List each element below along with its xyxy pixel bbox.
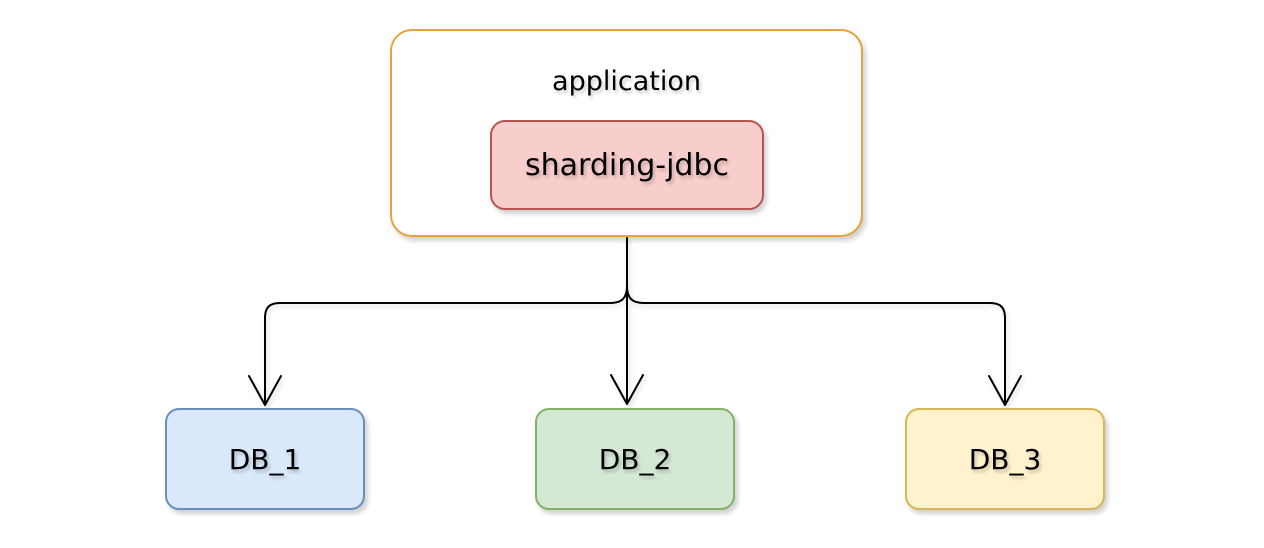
edge-to-db3: [626, 285, 1006, 403]
db-3-node[interactable]: DB_3: [905, 408, 1105, 510]
sharding-jdbc-node[interactable]: sharding-jdbc: [490, 120, 764, 210]
db-1-label: DB_1: [228, 442, 302, 476]
arrowhead-db3-icon: [988, 375, 1022, 406]
db-1-node[interactable]: DB_1: [165, 408, 365, 510]
db-2-node[interactable]: DB_2: [535, 408, 735, 510]
edge-group: [248, 237, 1022, 406]
application-label: application: [552, 66, 701, 97]
db-2-label: DB_2: [598, 442, 672, 476]
application-container-node[interactable]: application sharding-jdbc: [390, 29, 863, 237]
sharding-jdbc-label: sharding-jdbc: [524, 147, 729, 183]
db-3-label: DB_3: [968, 442, 1042, 476]
edge-to-db1: [264, 285, 628, 403]
arrowhead-db1-icon: [248, 375, 282, 406]
arrowhead-db2-icon: [610, 374, 644, 405]
